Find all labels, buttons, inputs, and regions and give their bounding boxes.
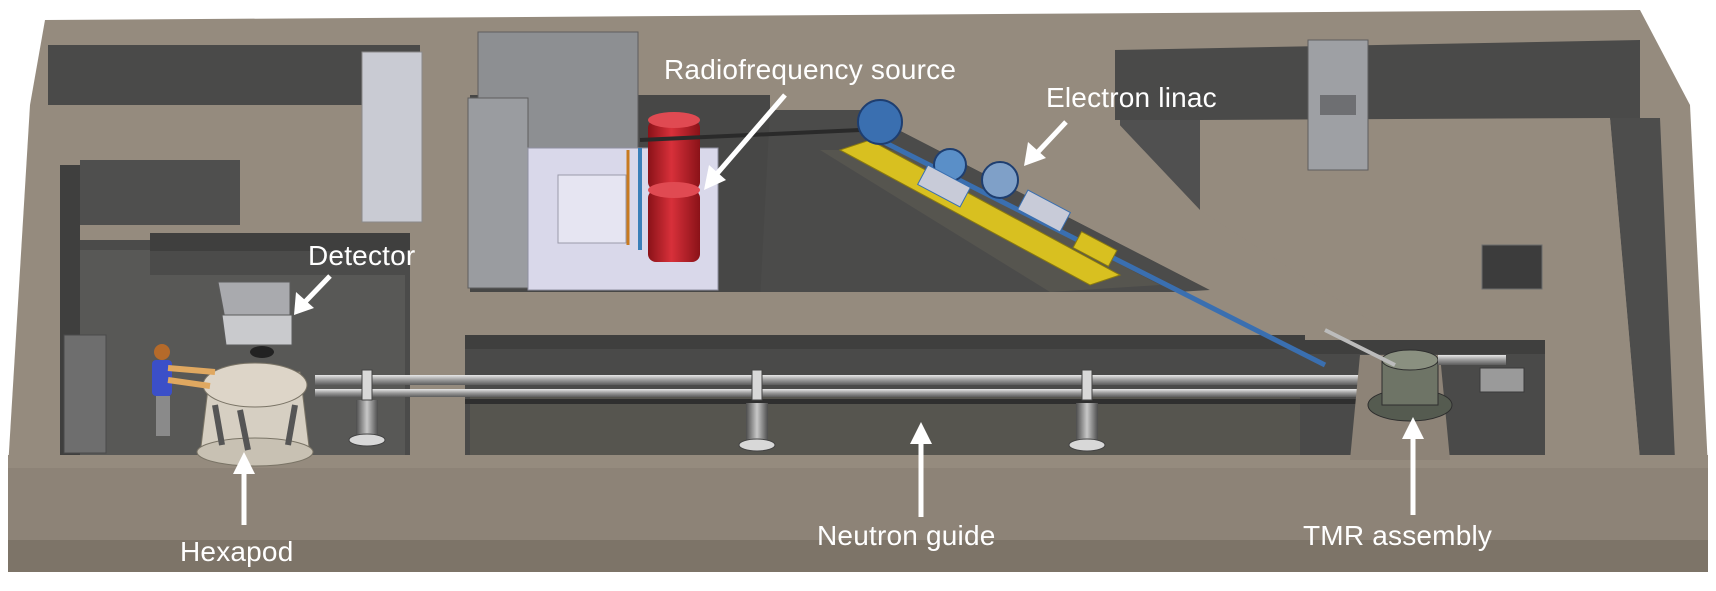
hexapod-base (196, 437, 314, 467)
guide-support-2-foot (738, 438, 776, 452)
rf-tank-2 (648, 190, 700, 262)
tmr-pump (1479, 367, 1525, 393)
rf-arrow-line (713, 93, 787, 178)
linac-cavity-3 (981, 161, 1019, 199)
hexapod-leg-2 (285, 404, 298, 446)
guide-pipe-lower (315, 389, 1375, 397)
arrows (233, 93, 1424, 525)
linac-arrowhead (1024, 142, 1046, 166)
hexapod-top (202, 362, 308, 408)
human-arm-2 (167, 377, 211, 389)
human-torso (152, 360, 172, 396)
detector-arrowhead (294, 292, 314, 315)
tmr-vessel-top (1381, 349, 1439, 371)
linac-module-2 (1016, 189, 1072, 233)
far-right-cavity (1610, 118, 1675, 460)
tmr-assembly (1324, 328, 1525, 460)
rf-source (626, 112, 861, 262)
rf-tank-1-top (648, 112, 700, 128)
cabinet-upper-right-screen (1320, 95, 1356, 115)
guide-support-1 (356, 400, 378, 440)
linac-module-3 (1072, 230, 1118, 268)
bunker-front-face-shade (8, 540, 1708, 572)
linac-module-1 (916, 164, 972, 208)
guide-pipe-base (465, 399, 1365, 404)
upper-left-cavity (80, 160, 240, 225)
guide-pipe-upper (315, 375, 1375, 385)
human-figure (152, 344, 216, 436)
label-neutron-guide: Neutron guide (817, 520, 996, 551)
upper-right-cavity (1115, 40, 1640, 120)
shadow-4 (1300, 340, 1545, 354)
detector-lens (250, 346, 274, 358)
human-arm (167, 365, 216, 375)
rf-arrowhead (704, 165, 726, 190)
guide-trench-floor (470, 395, 1300, 458)
label-radiofrequency-source: Radiofrequency source (664, 54, 957, 85)
cabinet-rf-back (477, 31, 639, 153)
hexapod-arrowhead (233, 452, 255, 474)
tmr-arrowhead (1402, 417, 1424, 439)
detector-arrow-line (302, 274, 332, 305)
label-electron-linac: Electron linac (1046, 82, 1217, 113)
guide-support-3-clamp (1081, 369, 1093, 401)
hexapod-group (196, 281, 314, 467)
hexapod-leg-1 (212, 404, 225, 446)
cabinet-upper-left (361, 51, 423, 223)
label-tmr-assembly: TMR assembly (1303, 520, 1493, 551)
wall-linac-right (860, 110, 1340, 290)
guide-arrowhead (910, 422, 932, 444)
detector-lower (221, 314, 293, 346)
neutron-guide (315, 369, 1375, 452)
guide-support-3 (1076, 403, 1098, 445)
cabinet-rf-left (467, 97, 529, 289)
cabinet-upper-right (1307, 39, 1369, 171)
shadow-3 (465, 335, 1305, 349)
tmr-pipe-horizontal (1438, 355, 1506, 365)
linac-cavity-1 (857, 99, 903, 145)
human-head (154, 344, 170, 360)
rf-tank-2-top (648, 182, 700, 198)
wall-between-rooms (420, 292, 1305, 335)
guide-support-3-foot (1068, 438, 1106, 452)
guide-support-1-clamp (361, 369, 373, 401)
rf-platform-box (557, 174, 627, 244)
label-hexapod: Hexapod (180, 536, 294, 567)
label-detector: Detector (308, 240, 416, 271)
human-legs (156, 396, 170, 436)
wall-right-block (1200, 118, 1640, 460)
guide-support-2 (746, 403, 768, 445)
tmr-beam-feed (1324, 328, 1396, 367)
hexapod-leg-3 (237, 409, 251, 451)
box-right (1481, 244, 1543, 290)
box-left-wall (63, 334, 107, 454)
guide-support-2-clamp (751, 369, 763, 401)
cabinets (63, 31, 1543, 454)
shadow-2 (150, 233, 410, 251)
rf-tank-1 (648, 120, 700, 190)
linac-rail (838, 139, 1122, 286)
linac-arrow-line (1034, 120, 1068, 156)
upper-left-back (48, 45, 420, 110)
guide-support-1-foot (348, 433, 386, 447)
electron-linac (838, 99, 1327, 368)
wall-bottom-strip (8, 455, 1708, 468)
